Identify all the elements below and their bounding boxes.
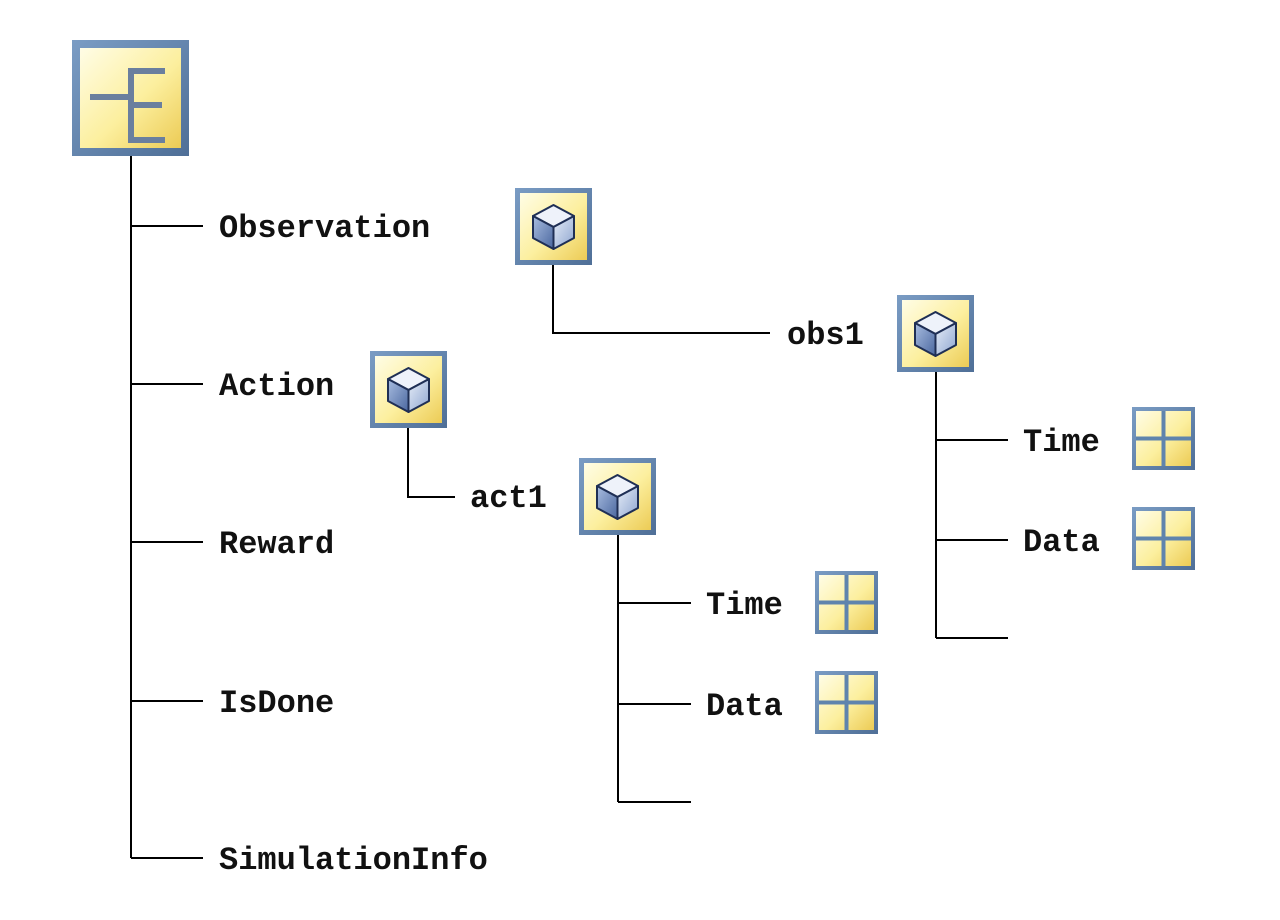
- signal-grid-icon[interactable]: [1132, 407, 1195, 470]
- bus-element-reward[interactable]: Reward: [219, 526, 334, 563]
- signal-grid-icon[interactable]: [1132, 507, 1195, 570]
- act1-label[interactable]: act1: [470, 480, 547, 517]
- obs1-field-time[interactable]: Time: [1023, 424, 1100, 461]
- signal-grid-icon[interactable]: [815, 571, 878, 634]
- act1-field-data[interactable]: Data: [706, 688, 783, 725]
- obs1-label[interactable]: obs1: [787, 317, 864, 354]
- bus-root-icon[interactable]: [72, 40, 189, 156]
- bus-element-action[interactable]: Action: [219, 368, 334, 405]
- observation-to-obs1-line: [552, 263, 770, 334]
- bus-object-icon[interactable]: [897, 295, 974, 372]
- bus-element-isdone[interactable]: IsDone: [219, 685, 334, 722]
- bus-element-labels: Observation Action Reward IsDone Simulat…: [219, 210, 1100, 879]
- bus-element-observation[interactable]: Observation: [219, 210, 430, 247]
- bus-element-simulationinfo[interactable]: SimulationInfo: [219, 842, 488, 879]
- bus-object-icon[interactable]: [370, 351, 447, 428]
- bus-object-icon[interactable]: [515, 188, 592, 265]
- obs1-field-data[interactable]: Data: [1023, 524, 1100, 561]
- action-to-act1-line: [407, 426, 455, 498]
- signal-grid-icon[interactable]: [815, 671, 878, 734]
- act1-field-time[interactable]: Time: [706, 587, 783, 624]
- bus-object-icon[interactable]: [579, 458, 656, 535]
- tree-connectors: [130, 155, 1008, 859]
